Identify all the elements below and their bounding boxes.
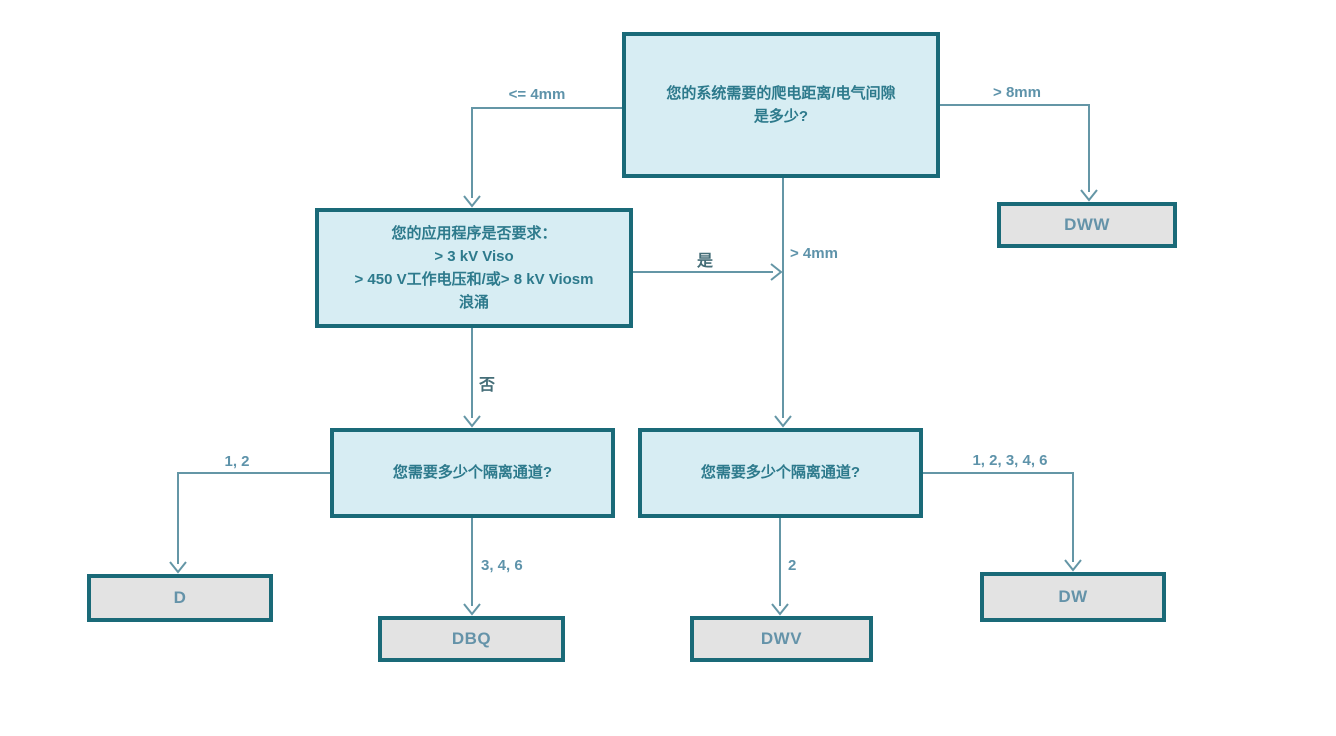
node-result-d: D xyxy=(87,574,273,622)
node-text-line: 您需要多少个隔离通道? xyxy=(392,464,553,482)
edge-no-arrowhead xyxy=(463,415,481,428)
node-text-line: 浪涌 xyxy=(458,294,489,312)
edge-le4mm-line xyxy=(471,107,622,198)
edge-label-3-4-6: 3, 4, 6 xyxy=(481,557,523,574)
node-top-question-creepage-clearance: 您的系统需要的爬电距离/电气间隙 是多少? xyxy=(622,32,940,178)
node-result-dbq: DBQ xyxy=(378,616,565,662)
node-result-dwv: DWV xyxy=(690,616,873,662)
node-text-line: 您的应用程序是否要求： xyxy=(391,224,557,242)
node-text-line: > 450 V工作电压和/或> 8 kV Viosm xyxy=(354,271,594,288)
edge-label-1-2-3-4-6: 1, 2, 3, 4, 6 xyxy=(972,452,1048,469)
edge-label-yes: 是 xyxy=(696,253,713,270)
edge-2-arrowhead xyxy=(771,603,789,616)
edge-label-no: 否 xyxy=(478,377,495,394)
node-text-line: 是多少? xyxy=(753,108,809,125)
node-right-channel-count-question: 您需要多少个隔离通道? xyxy=(638,428,923,518)
edge-label-le-4mm: <= 4mm xyxy=(508,86,566,103)
edge-gt4mm-arrowhead xyxy=(774,415,792,428)
edge-label-gt-8mm: > 8mm xyxy=(993,84,1041,101)
node-result-dww: DWW xyxy=(997,202,1177,248)
node-text-line: 您需要多少个隔离通道? xyxy=(700,464,861,482)
edge-label-gt-4mm: > 4mm xyxy=(790,245,838,262)
node-text-line: DWV xyxy=(760,629,803,648)
node-app-requirements-question: 您的应用程序是否要求： > 3 kV Viso > 450 V工作电压和/或> … xyxy=(315,208,633,328)
edge-gt8mm-line xyxy=(940,104,1090,192)
edge-yes-arrowhead xyxy=(770,263,783,281)
node-text-line: DBQ xyxy=(451,629,492,648)
edge-label-1-2: 1, 2 xyxy=(224,453,250,470)
edge-label-2: 2 xyxy=(788,557,797,574)
edge-346-arrowhead xyxy=(463,603,481,616)
edge-12346-arrowhead xyxy=(1064,559,1082,572)
node-text-line: DW xyxy=(1058,587,1088,606)
edge-le4mm-arrowhead xyxy=(463,195,481,208)
edge-12-arrowhead xyxy=(169,561,187,574)
edge-gt8mm-arrowhead xyxy=(1080,189,1098,202)
node-text-line: DWW xyxy=(1064,215,1110,234)
node-left-channel-count-question: 您需要多少个隔离通道? xyxy=(330,428,615,518)
edge-12346-line xyxy=(923,472,1074,562)
node-result-dw: DW xyxy=(980,572,1166,622)
node-text-line: 您的系统需要的爬电距离/电气间隙 xyxy=(666,84,896,102)
node-text-line: D xyxy=(173,588,187,607)
node-text-line: > 3 kV Viso xyxy=(434,247,514,265)
edge-12-line xyxy=(177,472,330,564)
